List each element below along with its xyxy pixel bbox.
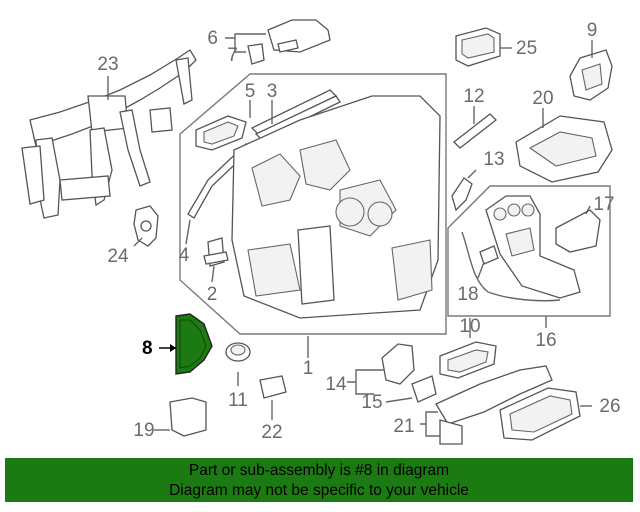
part-24-bracket [133, 205, 159, 247]
banner-line-1: Part or sub-assembly is #8 in diagram [188, 462, 450, 479]
callout-8: 8 [142, 338, 153, 359]
callout-15: 15 [361, 392, 382, 413]
callout-17: 17 [593, 194, 614, 215]
part-22-switch [259, 375, 287, 399]
part-16-center-console [485, 195, 581, 299]
part-13-trim [451, 177, 473, 212]
callout-numbers: 6 7 25 23 9 5 3 12 20 13 17 24 4 2 18 10… [97, 20, 620, 443]
console-group-frame [447, 185, 611, 317]
part-20-glovebox-cover [515, 115, 613, 183]
callout-4: 4 [179, 245, 190, 266]
part-8-inner-edge [179, 319, 207, 369]
part-14-vent-left [381, 343, 415, 385]
callout-12: 12 [463, 86, 484, 107]
callout-11: 11 [228, 390, 248, 411]
part-26-duct-right [499, 387, 581, 441]
callout-13: 13 [483, 149, 504, 170]
callout-21: 21 [393, 416, 414, 437]
callout-1: 1 [303, 358, 314, 379]
part-6-trim-cover [267, 19, 331, 53]
callout-26: 26 [599, 396, 620, 417]
part-1-instrument-panel [231, 95, 441, 319]
callout-20: 20 [532, 88, 553, 109]
part-17-panel [555, 209, 601, 253]
callout-5: 5 [245, 81, 256, 102]
callout-25: 25 [516, 38, 537, 59]
part-3-defrost-strip [250, 89, 341, 141]
callout-23: 23 [97, 54, 118, 75]
part-10-vent [439, 341, 497, 379]
part-9-bracket [569, 49, 613, 101]
part-25-module [455, 27, 501, 67]
leader-8-arrowhead [170, 344, 176, 352]
callout-22: 22 [261, 422, 282, 443]
part-7-clip [247, 43, 265, 65]
part-21-air-duct [435, 365, 553, 445]
part-12-strip [453, 113, 497, 149]
callout-14: 14 [325, 374, 347, 395]
callout-9: 9 [587, 20, 598, 41]
callout-10: 10 [459, 316, 480, 337]
callout-3: 3 [267, 81, 278, 102]
callout-24: 24 [107, 246, 129, 267]
dashboard-group-frame [179, 73, 447, 335]
part-15-vent-small [411, 375, 437, 403]
callout-2: 2 [207, 284, 218, 305]
callout-19: 19 [133, 420, 154, 441]
callout-16: 16 [535, 330, 556, 351]
part-2-clip [203, 237, 229, 267]
part-11-ring [225, 342, 251, 362]
part-18-trim-wire [461, 231, 561, 302]
leader-lines [107, 33, 593, 437]
part-5-vent-bezel [195, 115, 247, 151]
callout-18: 18 [457, 284, 478, 305]
callout-6: 6 [207, 28, 218, 49]
info-banner: Part or sub-assembly is #8 in diagram Di… [5, 458, 633, 502]
part-19-bracket [169, 397, 207, 437]
callout-7: 7 [227, 45, 238, 66]
part-23-cross-car-beam [21, 49, 197, 219]
banner-line-2: Diagram may not be specific to your vehi… [169, 482, 469, 499]
